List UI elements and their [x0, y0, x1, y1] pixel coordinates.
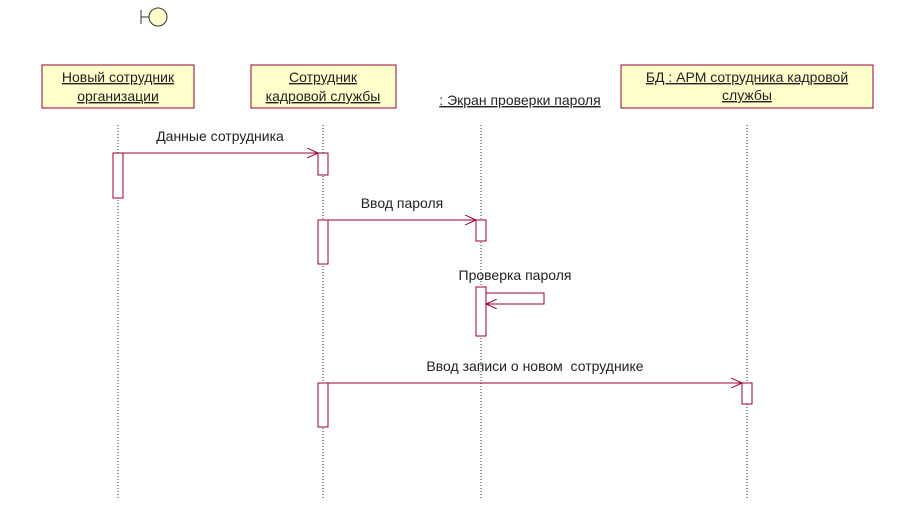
- message-label: Ввод записи о новом сотруднике: [426, 358, 643, 374]
- object-label-line2: службы: [722, 87, 772, 103]
- message-label: Ввод пароля: [361, 195, 444, 211]
- object-hr-employee[interactable]: Сотрудник кадровой службы: [250, 64, 397, 109]
- object-password-screen[interactable]: : Экран проверки пароля: [439, 92, 600, 108]
- message-employee-data[interactable]: Данные сотрудника: [123, 128, 318, 153]
- activation-bar: [475, 219, 487, 242]
- object-label-line2: кадровой службы: [266, 88, 381, 104]
- object-label-line1: БД : АРМ сотрудника кадровой: [646, 69, 848, 85]
- activation-bar: [112, 152, 124, 199]
- object-label-line1: Сотрудник: [289, 69, 358, 85]
- message-new-record[interactable]: Ввод записи о новом сотруднике: [328, 358, 742, 383]
- object-label-line1: : Экран проверки пароля: [439, 92, 600, 108]
- message-password-input[interactable]: Ввод пароля: [328, 195, 476, 220]
- message-password-check[interactable]: Проверка пароля: [459, 267, 572, 304]
- message-label: Данные сотрудника: [156, 128, 284, 144]
- boundary-icon: [140, 7, 168, 27]
- activation-bar: [475, 286, 487, 337]
- activation-bar: [317, 382, 329, 428]
- activation-bar: [741, 382, 753, 405]
- activation-bar: [317, 219, 329, 265]
- object-label-line2: организации: [77, 88, 159, 104]
- activation-bar: [317, 152, 329, 176]
- object-database[interactable]: БД : АРМ сотрудника кадровой службы: [620, 64, 874, 109]
- object-new-employee[interactable]: Новый сотрудник организации: [41, 64, 195, 109]
- object-label-line1: Новый сотрудник: [62, 69, 175, 85]
- message-label: Проверка пароля: [459, 267, 572, 283]
